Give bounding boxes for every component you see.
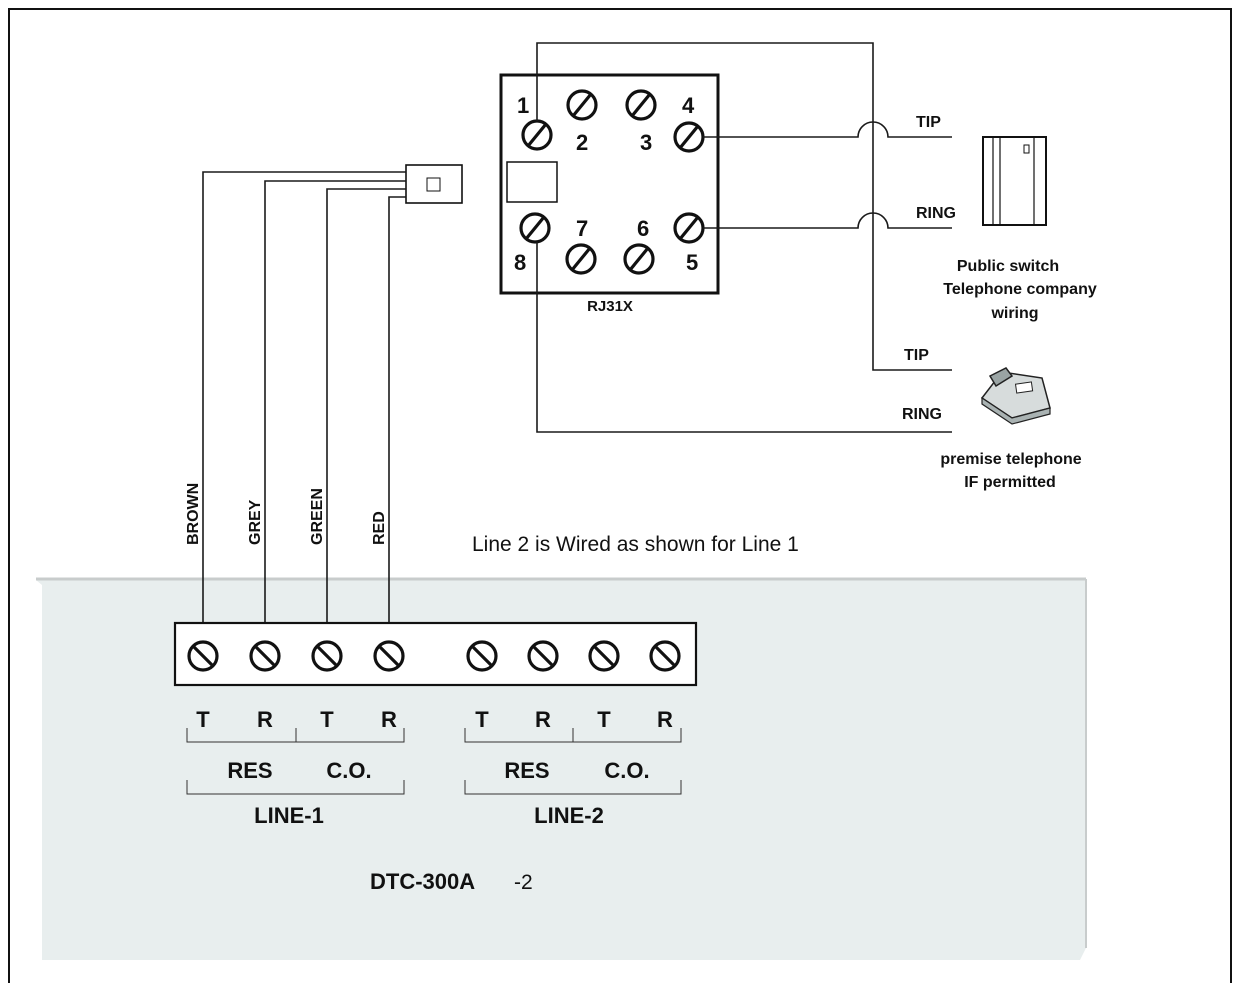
terminal-label-5: T [475,707,489,732]
terminal-label-1: T [196,707,210,732]
terminal-label-8: R [657,707,673,732]
cable-wires [202,171,406,645]
pin-number-6: 6 [637,216,649,241]
company-tip-label: TIP [916,114,941,131]
group-label-res-1: RES [227,758,272,783]
line-label-2: LINE-2 [534,803,604,828]
pin-number-5: 5 [686,250,698,275]
wire-label-green: GREEN [309,488,326,545]
wire-label-grey: GREY [247,499,264,545]
group-label-res-2: RES [504,758,549,783]
rj31x-plug-slot [506,161,558,203]
line-label-1: LINE-1 [254,803,324,828]
premise-caption: premise telephone IF permitted [940,451,1081,491]
company-caption: Public switch Telephone company wiring [943,258,1097,322]
wire-label-red: RED [371,511,388,545]
terminal-screw-2 [249,640,281,672]
terminal-screw-5 [466,640,498,672]
pair-brackets [186,728,682,743]
company-caption-line-2: Telephone company [943,281,1097,298]
rj31x-screw-3 [625,89,657,121]
rj31x-screw-8 [519,212,551,244]
telephone-box-icon [982,136,1047,226]
terminal-label-7: T [597,707,611,732]
terminal-screw-3 [311,640,343,672]
pin-number-7: 7 [576,216,588,241]
rj31x-screw-7 [565,243,597,275]
pin-number-1: 1 [517,93,529,118]
pin-number-8: 8 [514,250,526,275]
rj31x-screws [519,89,705,275]
rj31x-screw-5 [673,212,705,244]
rj31x-screw-2 [566,89,598,121]
terminal-screws [187,640,681,672]
company-caption-line-1: Public switch [957,258,1059,275]
rj31x-label: RJ31X [587,298,633,315]
device-model-suffix: -2 [514,871,533,894]
premise-ring-label: RING [902,406,942,423]
wiring-note: Line 2 is Wired as shown for Line 1 [472,533,799,556]
terminal-screw-1 [187,640,219,672]
cable-plug-window [426,177,441,192]
group-label-co-2: C.O. [604,758,649,783]
company-caption-line-3: wiring [990,305,1038,322]
rj31x-pin-numbers: 1 2 3 4 5 6 7 8 [514,93,698,275]
terminal-screw-8 [649,640,681,672]
desk-phone-icon [980,367,1051,425]
terminal-labels: T R T R T R T R [196,707,673,732]
diagram-frame [8,8,1232,983]
terminal-label-6: R [535,707,551,732]
rj31x-screw-1 [521,119,553,151]
pin-number-4: 4 [682,93,695,118]
rj31x-screw-6 [623,243,655,275]
line-brackets [186,780,682,795]
wire-label-brown: BROWN [185,483,202,545]
terminal-label-2: R [257,707,273,732]
group-labels: RES C.O. RES C.O. [227,758,649,783]
terminal-label-3: T [320,707,334,732]
rj31x-screw-4 [673,121,705,153]
terminal-screw-4 [373,640,405,672]
device-model: DTC-300A [370,869,475,894]
premise-caption-line-1: premise telephone [940,451,1081,468]
wire-color-labels: BROWN GREY GREEN RED [185,483,388,545]
group-label-co-1: C.O. [326,758,371,783]
terminal-label-4: R [381,707,397,732]
company-ring-label: RING [916,205,956,222]
rj31x-wiring [536,42,952,433]
pin-number-2: 2 [576,130,588,155]
premise-tip-label: TIP [904,347,929,364]
premise-caption-line-2: IF permitted [964,474,1056,491]
terminal-screw-7 [588,640,620,672]
pin-number-3: 3 [640,130,652,155]
terminal-screw-6 [527,640,559,672]
